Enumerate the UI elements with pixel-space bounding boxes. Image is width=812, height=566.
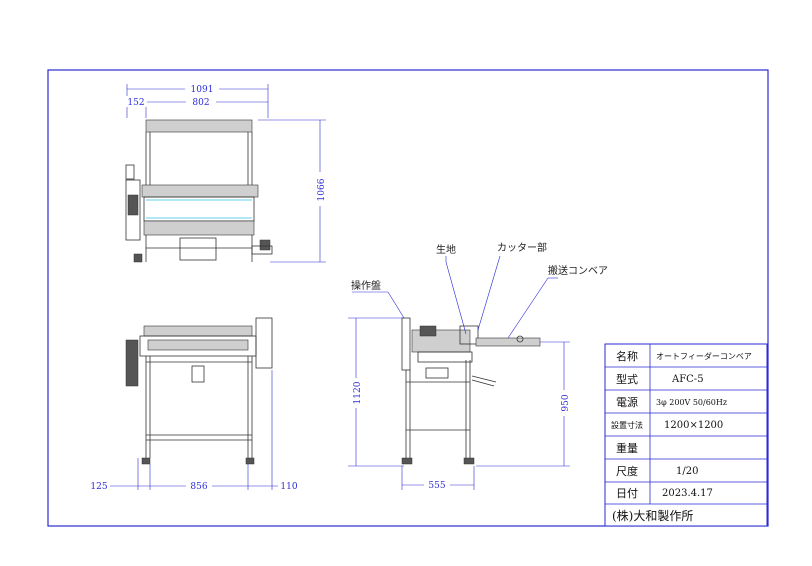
tb-label-name: 名称 [616,349,638,363]
sheet-border [47,69,769,527]
label-material: 生地 [436,243,456,256]
title-block: 名称 オートフィーダーコンベア 型式 AFC-5 電源 3φ 200V 50/6… [604,343,768,527]
dim-height-conveyor: 950 [561,394,571,411]
tb-label-scale: 尺度 [616,464,638,478]
tb-label-model: 型式 [616,372,638,386]
label-conveyor: 搬送コンベア [548,264,608,277]
tb-label-power: 電源 [616,395,638,409]
dim-inner-width: 802 [192,98,209,108]
tb-company: (株)大和製作所 [612,508,693,523]
tb-value-power: 3φ 200V 50/60Hz [656,398,727,407]
tb-label-date: 日付 [616,487,638,500]
dim-rear-right: 110 [280,482,297,492]
tb-value-name: オートフィーダーコンベア [656,351,752,361]
side-conveyor [475,337,541,347]
label-cutter: カッター部 [497,241,547,254]
tb-value-model: AFC-5 [671,374,704,385]
dim-base-width: 555 [428,481,445,491]
dim-height-left: 1120 [353,381,363,404]
dim-total-width: 1091 [191,85,214,95]
tb-label-weight: 重量 [616,441,638,455]
tb-value-install-size: 1200×1200 [664,420,723,431]
front-roller [141,184,259,198]
tb-value-date: 2023.4.17 [662,488,713,499]
rear-view: 125 856 110 [88,317,300,492]
side-control-panel [401,317,411,371]
dim-height: 1066 [317,178,327,201]
dim-rear-middle: 856 [190,482,207,492]
rear-side-panel [255,317,273,369]
tb-label-install-size: 設置寸法 [611,420,643,430]
dim-rear-left: 125 [90,482,107,492]
label-panel: 操作盤 [351,279,381,292]
rear-motor [125,339,139,387]
front-top-beam [145,119,253,133]
dim-left-offset: 152 [127,98,144,108]
tb-value-scale: 1/20 [676,466,698,477]
side-view: 生地 カッター部 搬送コンベア 操作盤 1120 950 555 [348,241,608,491]
front-view: 1091 152 802 1066 [125,83,327,263]
